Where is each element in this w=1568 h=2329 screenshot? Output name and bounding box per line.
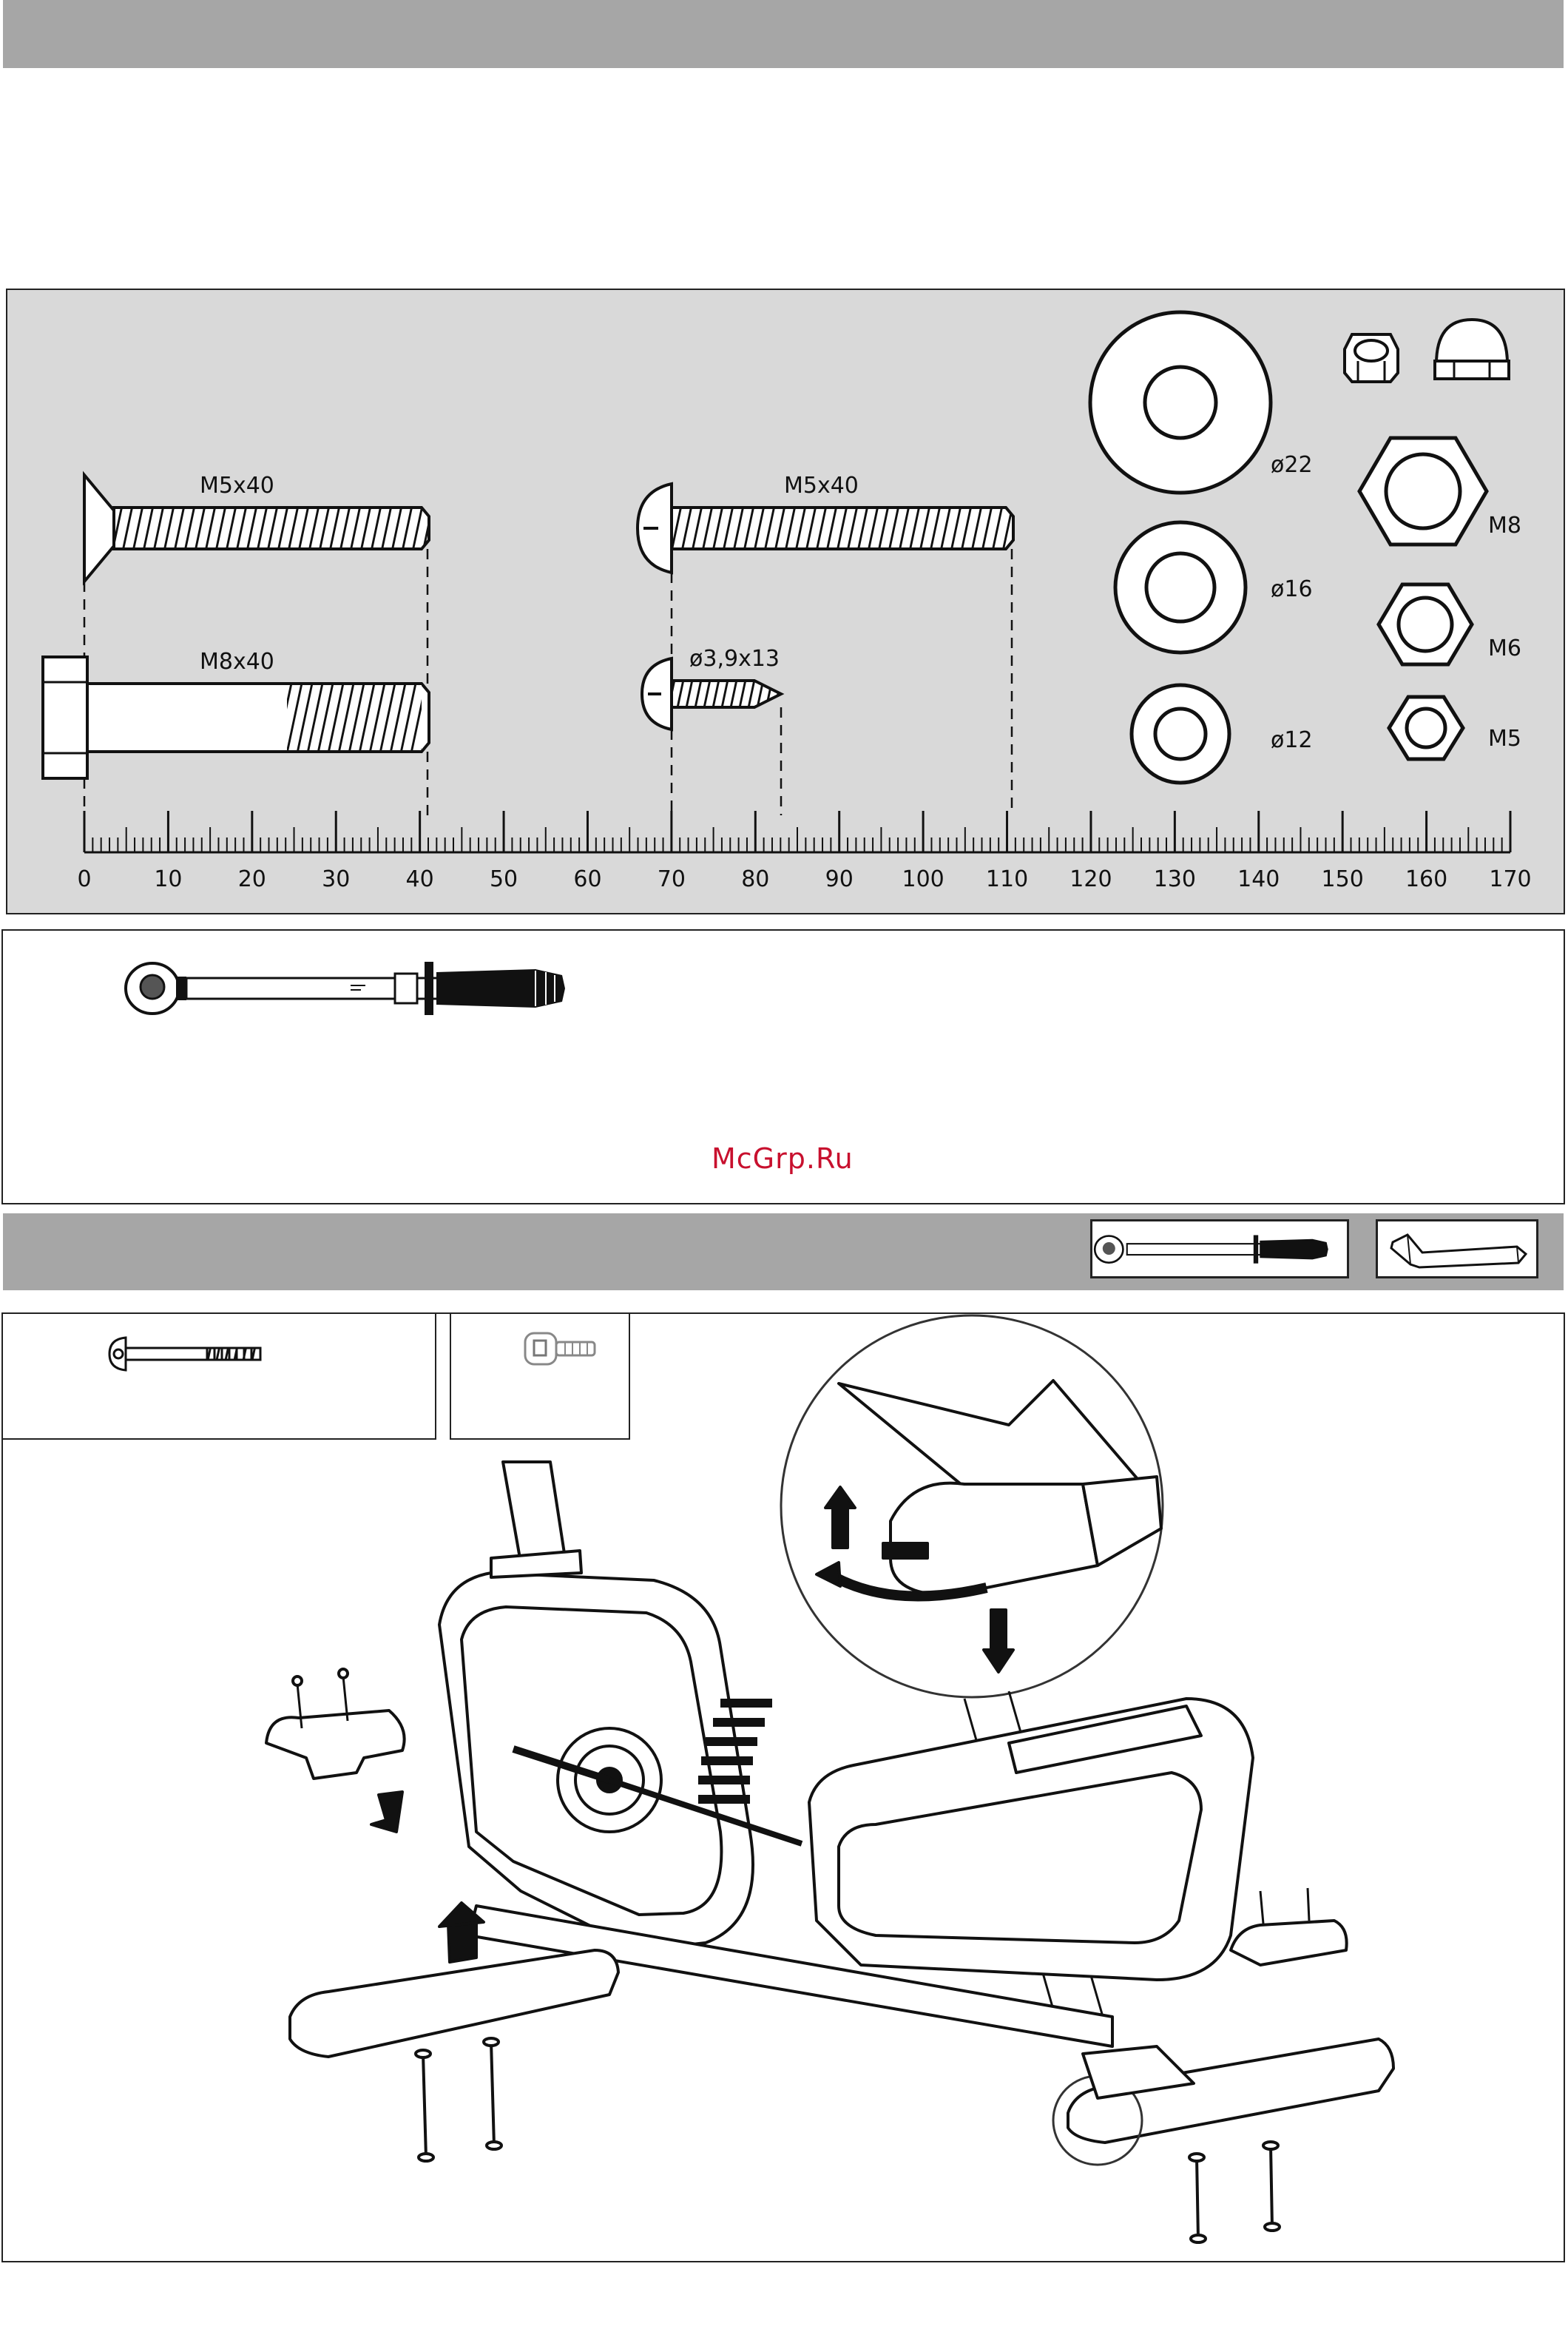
hex-nut-m5-icon [1389,697,1463,759]
torque-wrench-icon [121,946,595,1027]
parts-drawing: M5x40 M8x40 M5x40 ø3,9x13 [7,290,1564,913]
hex-bolt-label: M8x40 [200,649,274,675]
ruler-tick-label: 70 [658,866,686,892]
ruler-tick-label: 90 [825,866,854,892]
bike-assembly-illustration [3,1314,1564,2261]
parts-panel: M5x40 M8x40 M5x40 ø3,9x13 [6,289,1565,914]
cap-nut-icon [1435,320,1509,379]
ruler-tick-label: 0 [77,866,91,892]
ruler-tick-label: 150 [1322,866,1364,892]
washer-12-icon [1132,685,1229,783]
lock-nut-icon [1345,334,1398,382]
ruler-tick-label: 20 [238,866,266,892]
washer-22-icon [1090,312,1271,493]
ruler-tick-label: 120 [1069,866,1112,892]
ruler-tick-label: 160 [1405,866,1447,892]
hex-nut-m8-icon [1359,438,1487,545]
allen-key-tool-box [1376,1219,1538,1278]
countersunk-bolt-label: M5x40 [200,473,274,499]
hex-nut-m6-icon [1379,584,1472,664]
watermark: McGrp.Ru [712,1142,854,1175]
washer-12-label: ø12 [1271,727,1313,753]
ruler-tick-label: 140 [1237,866,1280,892]
ruler-tick-label: 50 [490,866,518,892]
ruler-tick-label: 10 [154,866,182,892]
ruler-tick-label: 110 [986,866,1028,892]
washer-22-label: ø22 [1271,452,1313,478]
assembly-panel [1,1312,1565,2262]
hex-bolt-icon [43,657,429,778]
hex-nut-m8-label: M8 [1488,513,1521,539]
ruler-tick-label: 80 [741,866,769,892]
ruler-tick-label: 40 [406,866,434,892]
ruler-tick-label: 60 [573,866,601,892]
ruler-tick-label: 100 [902,866,944,892]
washer-16-icon [1115,522,1246,653]
button-head-bolt-label: M5x40 [784,473,859,499]
self-tapping-screw-label: ø3,9x13 [689,646,780,672]
measuring-ruler: 0 10 20 30 40 50 60 70 80 90 100 110 120 130 140 150 160… [77,811,1531,892]
allen-key-icon [1378,1221,1536,1276]
ruler-tick-label: 30 [322,866,350,892]
hex-nut-m5-label: M5 [1488,726,1521,752]
top-header-bar [3,0,1564,68]
hex-nut-m6-label: M6 [1488,636,1521,661]
ruler-tick-label: 130 [1154,866,1196,892]
torque-wrench-icon [1092,1221,1344,1275]
torque-wrench-tool-box [1090,1219,1349,1278]
washer-16-label: ø16 [1271,576,1313,602]
ruler-tick-label: 170 [1489,866,1531,892]
